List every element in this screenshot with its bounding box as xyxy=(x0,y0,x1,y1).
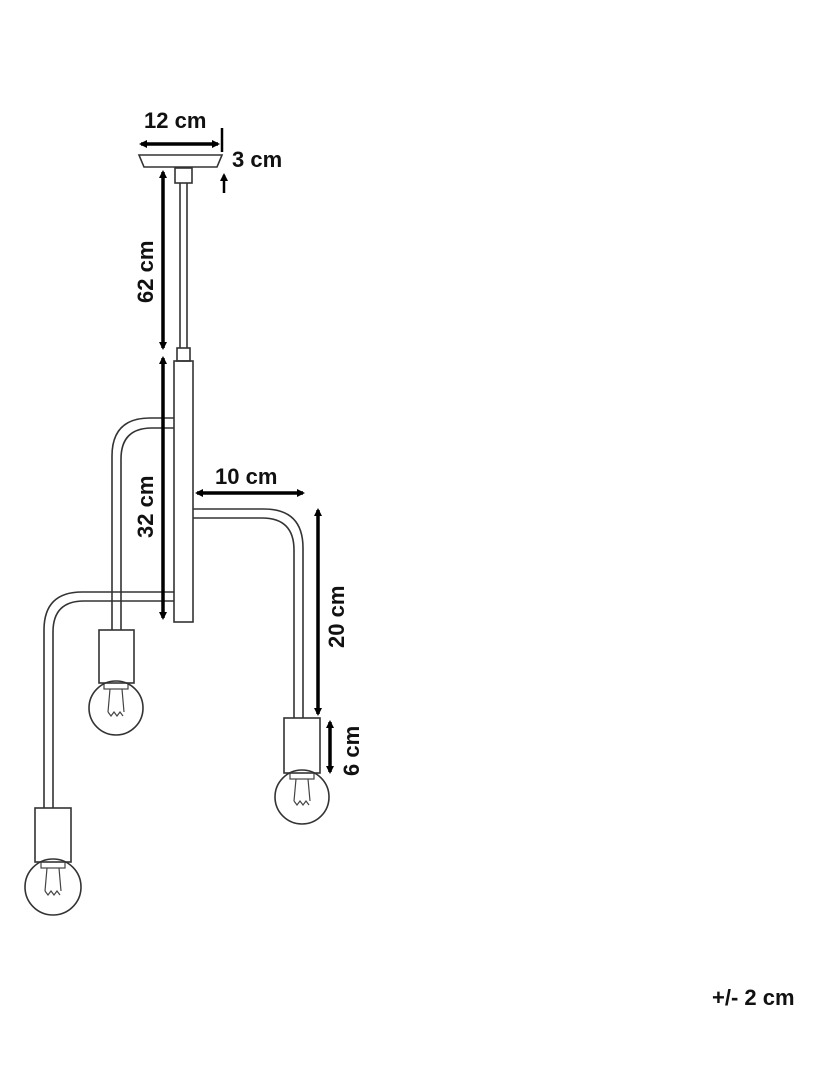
dimension-arm-drop: 20 cm xyxy=(314,508,349,716)
label-rod-length: 62 cm xyxy=(133,241,158,303)
ceiling-canopy xyxy=(137,154,224,168)
bulb-left xyxy=(24,807,82,916)
hanging-rod xyxy=(174,167,193,362)
dimension-rod-length: 62 cm xyxy=(133,170,167,350)
label-canopy-height: 3 cm xyxy=(232,147,282,172)
label-socket-height: 6 cm xyxy=(339,726,364,776)
right-arm xyxy=(193,508,304,718)
label-arm-drop: 20 cm xyxy=(324,586,349,648)
label-canopy-width: 12 cm xyxy=(144,108,206,133)
dimension-socket-height: 6 cm xyxy=(326,720,364,776)
label-bar-length: 32 cm xyxy=(133,476,158,538)
bulb-middle xyxy=(88,629,144,736)
lower-left-arm xyxy=(43,591,174,808)
dimension-canopy-width: 12 cm xyxy=(139,108,224,152)
dimension-canopy-height: 3 cm xyxy=(220,147,282,193)
dimension-bar-length: 32 cm xyxy=(133,356,167,620)
tolerance-note: +/- 2 cm xyxy=(712,985,795,1010)
central-bar xyxy=(173,360,194,623)
label-arm-offset: 10 cm xyxy=(215,464,277,489)
dimension-arm-offset: 10 cm xyxy=(195,464,305,497)
bulb-right xyxy=(274,717,330,825)
upper-left-arm xyxy=(111,417,174,630)
